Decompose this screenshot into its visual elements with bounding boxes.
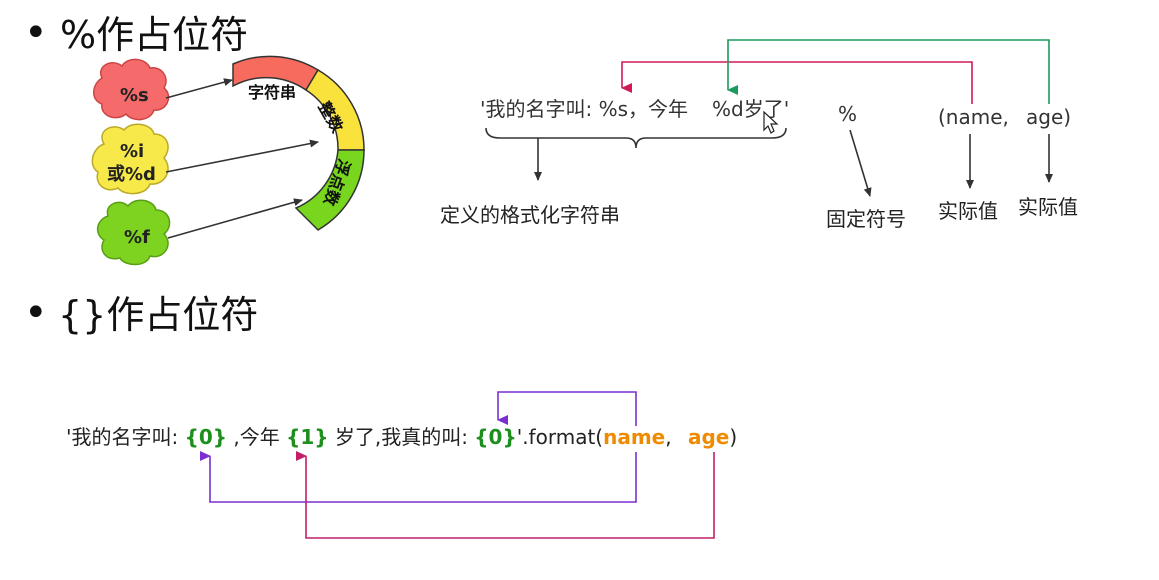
code-close: ) <box>729 425 737 449</box>
bullet-2: • <box>24 290 48 336</box>
format-string-brace <box>485 127 787 149</box>
cloud-s: %s <box>93 58 170 121</box>
percent-symbol: % <box>838 102 857 126</box>
caption-actual-value-1: 实际值 <box>938 199 998 223</box>
code-arg-name: name <box>603 425 665 449</box>
heading-percent-placeholder: %作占位符 <box>60 13 248 57</box>
cloud-i-d: %i 或%d <box>91 123 169 195</box>
code-placeholder-1: {1} <box>286 425 328 449</box>
connector-name-to-0b <box>497 391 637 426</box>
code-mid1: ,今年 <box>227 425 286 449</box>
ring-segment-float <box>294 149 365 231</box>
tuple-name: (name, <box>938 105 1009 129</box>
arrow-i-to-integer <box>165 139 319 173</box>
code-prefix: '我的名字叫: <box>66 425 185 449</box>
cloud-i-label: %i <box>120 141 144 162</box>
cloud-s-label: %s <box>120 85 149 106</box>
code-comma: , <box>665 425 678 449</box>
caption-format-string: 定义的格式化字符串 <box>440 203 620 227</box>
mouse-cursor-icon <box>763 110 779 134</box>
code-mid2: 岁了,我真的叫: <box>328 425 474 449</box>
tuple-age: age) <box>1026 105 1071 129</box>
bullet-1: • <box>24 10 48 56</box>
type-ring: 字符串 整数 浮点数 <box>232 55 365 231</box>
code-placeholder-0b: {0} <box>474 425 516 449</box>
arrow-percent-to-caption <box>849 129 872 197</box>
format-string-part1: '我的名字叫: %s，今年 <box>480 97 688 121</box>
arrow-f-to-float <box>167 198 303 239</box>
connector-name-to-s <box>621 61 973 104</box>
cloud-d-label: 或%d <box>107 163 156 185</box>
caption-fixed-symbol: 固定符号 <box>826 207 906 231</box>
format-code: '我的名字叫: {0} ,今年 {1} 岁了,我真的叫: {0}'.format… <box>66 425 737 449</box>
code-placeholder-0a: {0} <box>185 425 227 449</box>
cloud-f: %f <box>96 199 171 266</box>
connector-name-to-0a <box>200 451 637 503</box>
format-string-part2: %d岁了' <box>712 97 789 121</box>
caption-actual-value-2: 实际值 <box>1018 195 1078 219</box>
connector-age-to-1 <box>296 451 715 539</box>
code-arg-age: age <box>688 425 729 449</box>
connector-age-to-d <box>727 39 1050 104</box>
arrow-s-to-string <box>165 78 233 99</box>
ring-label-string: 字符串 <box>248 83 296 102</box>
cloud-f-label: %f <box>124 227 150 248</box>
heading-brace-placeholder: {}作占位符 <box>58 293 258 337</box>
code-format: '.format( <box>517 425 603 449</box>
